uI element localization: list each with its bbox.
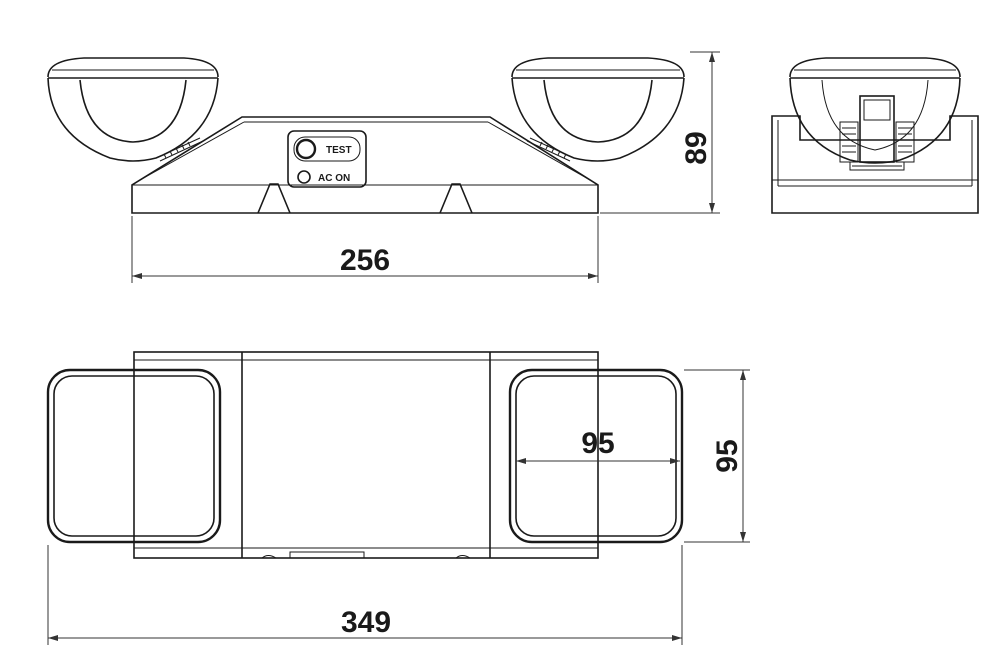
- dimension-95-width: 95: [516, 427, 680, 464]
- dimension-256: 256: [131, 216, 599, 283]
- front-base-housing: [131, 116, 599, 214]
- front-foot-left: [257, 183, 291, 214]
- ac-on-indicator: [297, 170, 311, 184]
- front-view: TEST AC ON: [47, 51, 720, 283]
- dimension-95-depth-label: 95: [711, 439, 744, 472]
- dimension-95-depth: 95: [684, 369, 750, 543]
- top-right-lamp-head: [508, 368, 684, 544]
- dimension-95-width-label: 95: [581, 427, 614, 460]
- control-panel: TEST AC ON: [287, 130, 367, 188]
- dimension-89-label: 89: [680, 131, 713, 164]
- ac-on-label: AC ON: [318, 173, 350, 184]
- dimension-256-label: 256: [340, 244, 390, 277]
- dimension-349-label: 349: [341, 606, 391, 639]
- right-lamp-head: [511, 57, 685, 162]
- side-view: [771, 57, 979, 214]
- test-label: TEST: [326, 145, 352, 156]
- dimension-349: 349: [47, 545, 683, 645]
- top-view-body: [133, 351, 599, 559]
- left-lamp-head: [47, 57, 219, 162]
- top-left-lamp-head: [46, 368, 222, 544]
- dimension-89: 89: [600, 51, 720, 214]
- top-view: 95 95 349: [46, 351, 750, 645]
- test-button: [295, 138, 317, 160]
- front-foot-right: [439, 183, 473, 214]
